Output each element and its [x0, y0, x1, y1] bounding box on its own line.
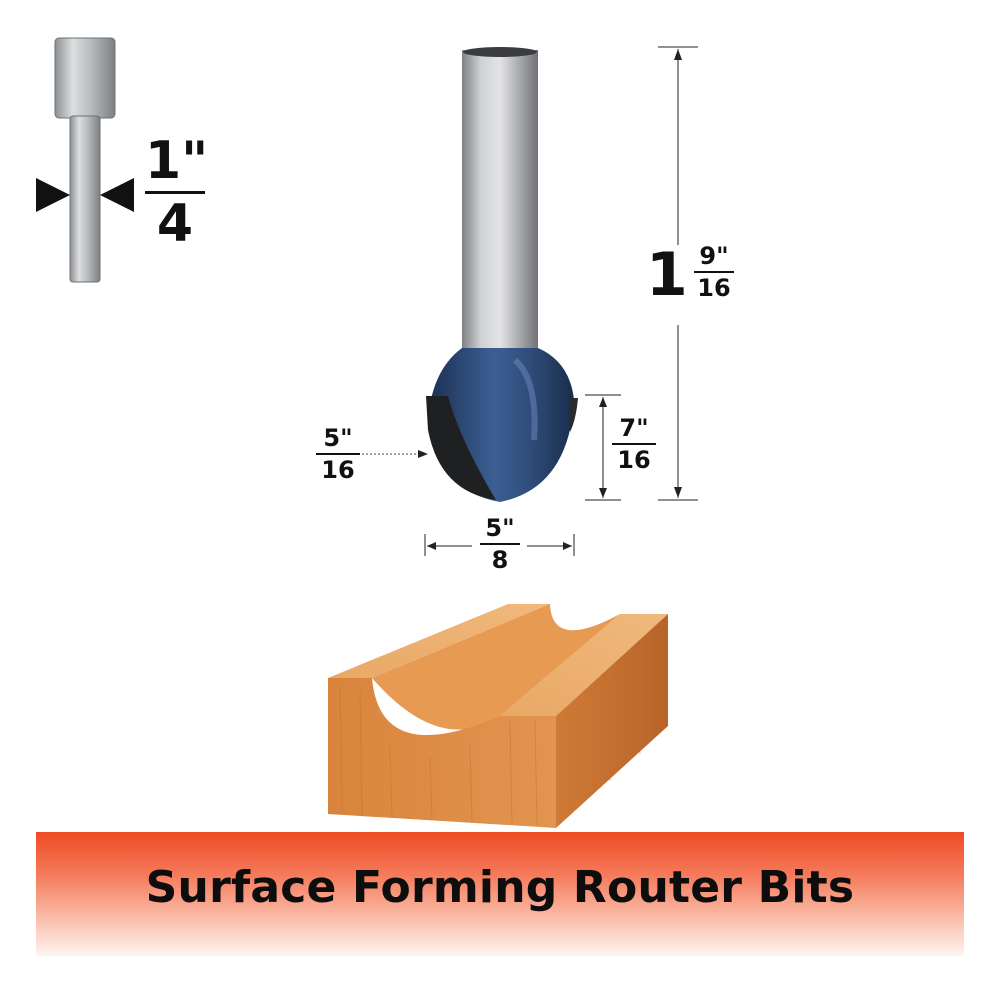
- fraction-bar: [480, 543, 520, 545]
- overall-length-fraction: 9" 16: [694, 244, 734, 300]
- overall-length-label: 1 9" 16: [646, 240, 746, 310]
- radius-numerator: 5": [323, 424, 353, 452]
- cutting-diameter-numerator: 5": [485, 514, 515, 542]
- shank-diameter-numerator: 1": [145, 131, 209, 191]
- fraction-bar: [612, 443, 656, 445]
- title-banner: Surface Forming Router Bits: [36, 832, 964, 956]
- overall-length-numerator: 9": [699, 242, 729, 270]
- overall-length-whole: 1: [646, 240, 688, 310]
- cutting-diameter-label: 5" 8: [480, 516, 520, 572]
- cutting-diameter-dimension: [424, 534, 575, 556]
- cutting-length-dimension: [585, 394, 621, 501]
- wood-profile-image: [328, 604, 668, 828]
- fraction-bar: [145, 191, 205, 194]
- cutting-length-denominator: 16: [617, 446, 651, 474]
- overall-length-denominator: 16: [697, 274, 731, 302]
- shank-diameter-icon: [36, 37, 134, 283]
- overall-length-dimension: [658, 46, 698, 501]
- radius-label: 5" 16: [316, 426, 360, 482]
- shank-diameter-denominator: 4: [156, 194, 194, 254]
- fraction-bar: [694, 271, 734, 273]
- cutting-length-numerator: 7": [619, 414, 649, 442]
- shank-diameter-label: 1" 4: [145, 131, 209, 254]
- router-bit-image: [426, 47, 578, 502]
- cutting-length-label: 7" 16: [612, 416, 656, 472]
- fraction-bar: [316, 453, 360, 455]
- radius-denominator: 16: [321, 456, 355, 484]
- banner-title: Surface Forming Router Bits: [145, 862, 855, 913]
- radius-pointer-arrow: [362, 450, 428, 458]
- cutting-diameter-denominator: 8: [491, 546, 509, 574]
